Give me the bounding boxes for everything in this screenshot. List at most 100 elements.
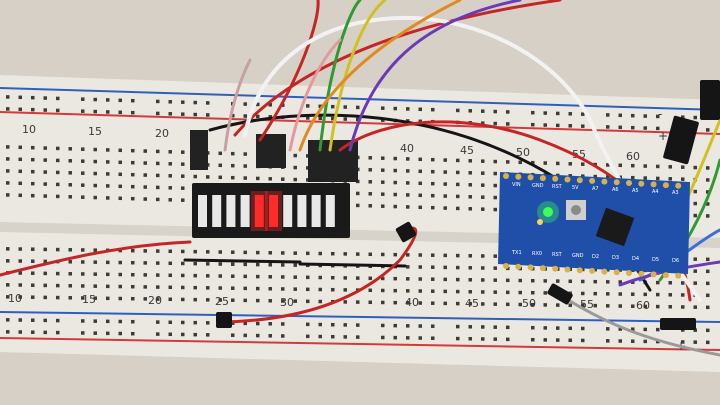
breadboard-hole: [31, 247, 35, 251]
gray-wire: [558, 293, 720, 357]
breadboard-hole: [493, 325, 497, 329]
breadboard-hole: [193, 273, 197, 278]
breadboard-hole: [318, 287, 322, 292]
row-number: 20: [155, 127, 169, 140]
breadboard-hole: [481, 325, 485, 329]
yellow-wire: [328, 0, 387, 152]
breadboard-hole: [143, 185, 147, 189]
breadboard-hole: [406, 336, 410, 340]
breadboard-hole: [356, 105, 360, 110]
nano-pin: [601, 178, 608, 185]
breadboard-hole: [681, 115, 685, 119]
breadboard-hole: [293, 287, 297, 291]
breadboard-hole: [243, 102, 247, 106]
breadboard-hole: [181, 332, 185, 337]
breadboard-hole: [693, 281, 697, 285]
breadboard-hole: [168, 285, 172, 290]
nano-pin: [576, 267, 583, 274]
breadboard-hole: [143, 285, 147, 289]
breadboard-hole: [68, 159, 72, 163]
breadboard-hole: [518, 160, 522, 165]
nano-pin: [613, 269, 620, 276]
breadboard-hole: [443, 277, 447, 282]
bargraph-segment: [297, 195, 307, 227]
breadboard-hole: [481, 207, 485, 211]
breadboard-hole: [318, 116, 322, 121]
breadboard-hole: [268, 263, 272, 267]
breadboard-hole: [531, 278, 535, 283]
breadboard-hole: [168, 332, 172, 337]
breadboard-hole: [31, 95, 35, 100]
breadboard-hole: [131, 172, 135, 177]
breadboard-hole: [106, 98, 110, 102]
breadboard-hole: [456, 289, 460, 294]
breadboard-hole: [6, 181, 10, 185]
breadboard-hole: [156, 320, 160, 324]
breadboard-hole: [531, 325, 535, 330]
breadboard-hole: [218, 298, 222, 302]
breadboard-hole: [393, 168, 397, 173]
breadboard-hole: [381, 276, 385, 281]
breadboard-hole: [656, 126, 660, 131]
breadboard-hole: [306, 116, 310, 120]
breadboard-hole: [706, 128, 710, 132]
breadboard-hole: [493, 109, 497, 114]
arduino-nano: VIN GND RST 5V A7 A6 A5 A4 A3 TX1 RX0 RS…: [498, 172, 690, 279]
breadboard-hole: [31, 169, 35, 174]
breadboard-hole: [43, 259, 47, 264]
breadboard-hole: [18, 169, 22, 174]
breadboard-hole: [618, 327, 622, 331]
breadboard-hole: [106, 184, 110, 188]
breadboard-hole: [6, 295, 10, 299]
breadboard-hole: [256, 333, 260, 338]
pin-label: RST: [552, 252, 563, 258]
breadboard-hole: [93, 331, 97, 335]
pin-label: A6: [612, 187, 619, 193]
breadboard-hole: [518, 290, 522, 295]
breadboard-hole: [393, 156, 397, 161]
nano-pin: [515, 263, 522, 270]
breadboard-hole: [56, 283, 60, 288]
breadboard-hole: [556, 123, 560, 128]
breadboard-hole: [18, 330, 22, 334]
breadboard-hole: [81, 296, 85, 300]
breadboard-hole: [668, 165, 672, 169]
breadboard-hole: [368, 300, 372, 305]
breadboard-hole: [131, 110, 135, 115]
breadboard-hole: [631, 125, 635, 130]
breadboard-hole: [231, 286, 235, 290]
top-rail-blue: [0, 87, 720, 111]
breadboard-hole: [43, 194, 47, 198]
pin-label: D5: [652, 257, 659, 263]
breadboard-hole: [568, 112, 572, 116]
breadboard-hole: [693, 340, 697, 344]
breadboard-hole: [268, 251, 272, 255]
breadboard-hole: [206, 250, 210, 254]
breadboard-hole: [181, 273, 185, 278]
breadboard-hole: [368, 276, 372, 281]
breadboard-hole: [606, 292, 610, 296]
breadboard-hole: [368, 252, 372, 257]
breadboard-hole: [643, 327, 647, 332]
breadboard-hole: [18, 107, 22, 112]
breadboard-hole: [456, 265, 460, 270]
breadboard-hole: [581, 124, 585, 128]
breadboard-hole: [581, 174, 585, 178]
breadboard-hole: [6, 169, 10, 173]
breadboard-hole: [168, 249, 172, 254]
breadboard-hole: [331, 104, 335, 109]
breadboard-hole: [243, 152, 247, 156]
breadboard-hole: [406, 277, 410, 281]
breadboard-hole: [481, 337, 485, 341]
breadboard-hole: [431, 277, 435, 281]
breadboard-hole: [481, 278, 485, 282]
breadboard-hole: [118, 284, 122, 289]
breadboard-hole: [281, 263, 285, 267]
breadboard-hole: [368, 180, 372, 184]
breadboard-hole: [18, 157, 22, 162]
nano-pin: [576, 177, 583, 184]
black-wire: [183, 258, 302, 264]
breadboard-hole: [118, 319, 122, 324]
breadboard-hole: [693, 257, 697, 261]
breadboard-hole: [531, 337, 535, 342]
